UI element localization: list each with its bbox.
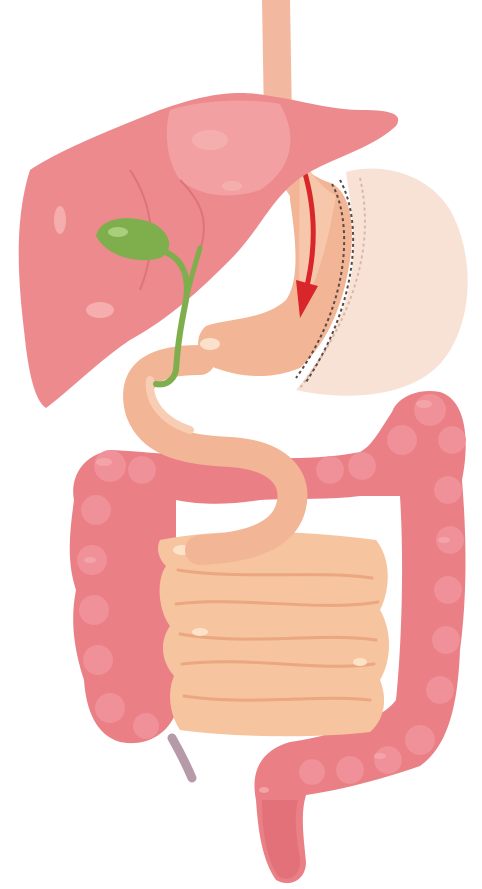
appendix-icon [172, 738, 192, 778]
rectum-icon [262, 800, 300, 879]
